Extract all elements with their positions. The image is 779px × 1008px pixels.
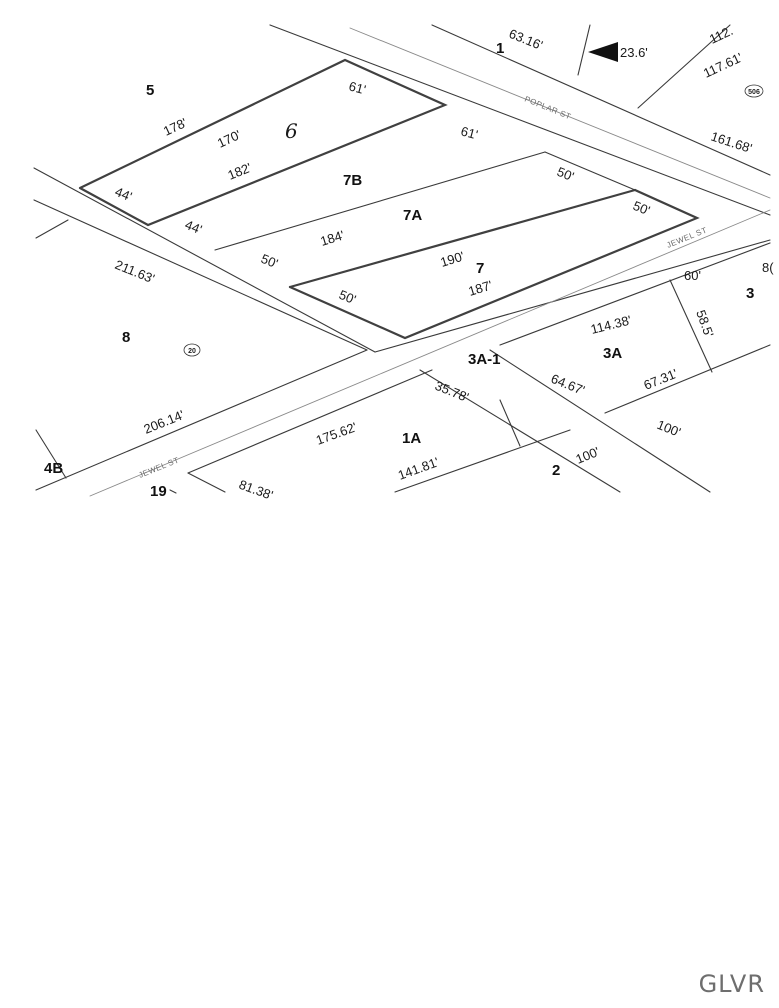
jewel-st-south-line-west <box>35 349 368 491</box>
poplar-st-label: POPLAR ST <box>523 95 572 122</box>
dimension-label: 50' <box>631 198 652 218</box>
dimension-label: 184' <box>318 227 346 248</box>
map-tag-20-circle <box>183 343 201 357</box>
dimension-label: 50' <box>337 287 358 307</box>
dimension-label: 67.31' <box>642 366 680 393</box>
dimension-label: 190' <box>438 248 466 269</box>
lot-label-3a: 3A <box>603 345 622 362</box>
dimension-label: 44' <box>183 217 204 237</box>
dimension-label: 178' <box>161 115 189 139</box>
dimension-label: 50' <box>259 251 280 271</box>
lot-label-3a-1: 3A-1 <box>468 351 501 368</box>
glvr-watermark: GLVR <box>698 970 765 998</box>
side-road-south-line <box>419 369 621 493</box>
lot-1-east-line <box>637 24 731 109</box>
dimension-label: 187' <box>466 277 494 298</box>
lot-1-west-line <box>577 24 591 76</box>
lot-8-west-line <box>35 219 69 239</box>
dimension-label: 60' <box>684 268 701 283</box>
dimension-label: 206.14' <box>142 407 187 437</box>
lot-6-boundary <box>78 58 448 227</box>
jewel-st-north-line-east <box>374 239 771 353</box>
poplar-st-south-line <box>269 24 771 216</box>
dimension-label: 50' <box>555 164 576 184</box>
poplar-st-north-line <box>431 24 771 176</box>
lot-label-2: 2 <box>552 462 560 479</box>
dimension-label: 35.78' <box>433 378 471 405</box>
dimension-label: 8( <box>762 260 774 275</box>
lot-1a-south-line <box>394 429 571 493</box>
dimension-label: 100' <box>574 444 602 467</box>
lot-label-19: 19 <box>150 483 167 500</box>
dimension-label: 170' <box>215 127 243 151</box>
lot-4b-line <box>35 429 67 479</box>
dimension-label: 117.61' <box>701 50 745 81</box>
tax-parcel-map: POPLAR ST JEWEL ST JEWEL ST 1 5 6 7B 7A … <box>33 23 774 500</box>
dimension-label: 161.68' <box>709 129 754 156</box>
lot-3-line <box>669 279 713 373</box>
lot-7b-east-line <box>544 151 636 191</box>
dimension-label: 64.67' <box>549 371 587 398</box>
lot-1a-west-line <box>187 472 226 493</box>
dimension-label: 63.16' <box>507 26 545 53</box>
lot-19-line <box>169 489 177 494</box>
side-road-north-line <box>489 349 711 493</box>
dimension-label: 61' <box>347 78 367 97</box>
map-tag-20: 20 <box>188 348 196 355</box>
lot-label-5: 5 <box>146 82 154 99</box>
lot-label-7b: 7B <box>343 172 362 189</box>
jewel-st-south-line <box>33 199 368 351</box>
jewel-st-label-lower: JEWEL ST <box>137 455 180 479</box>
lot-label-3: 3 <box>746 285 754 302</box>
lot-label-1a: 1A <box>402 430 421 447</box>
lot-label-7: 7 <box>476 260 484 277</box>
lot-7b-7a-line <box>214 151 546 251</box>
jewel-st-centerline <box>89 209 771 497</box>
dimension-label: 211.63' <box>113 257 157 286</box>
dimension-label: 81.38' <box>237 477 275 500</box>
lot-3a-north-line <box>499 242 771 346</box>
lot-label-1: 1 <box>496 40 504 57</box>
dimension-label: 23.6' <box>620 45 648 60</box>
map-tag-506-circle <box>744 84 764 98</box>
lot-7-north-line <box>288 188 637 289</box>
jewel-st-north-line <box>33 167 376 353</box>
lot-label-4b: 4B <box>44 460 63 477</box>
map-tag-506: 506 <box>748 89 760 96</box>
dimension-label: 100' <box>655 417 683 440</box>
dimension-label: 114.38' <box>589 312 633 337</box>
lot-label-7a: 7A <box>403 207 422 224</box>
dimension-label: 44' <box>113 184 134 204</box>
dimension-label: 175.62' <box>314 419 359 448</box>
dimension-label: 61' <box>459 123 479 142</box>
lot-label-6: 6 <box>285 119 298 143</box>
dimension-label: 182' <box>226 160 254 183</box>
lot-1a-east-line <box>499 399 521 447</box>
lot-label-8: 8 <box>122 329 130 346</box>
lot-3a-south-line <box>604 344 771 414</box>
lot-7-boundary <box>288 188 700 340</box>
dimension-label: 112. <box>707 23 735 47</box>
poplar-st-centerline <box>349 27 771 199</box>
lot-1a-north-line <box>187 369 433 474</box>
north-arrow-icon <box>588 42 618 62</box>
dimension-label: 58.5' <box>693 308 717 339</box>
